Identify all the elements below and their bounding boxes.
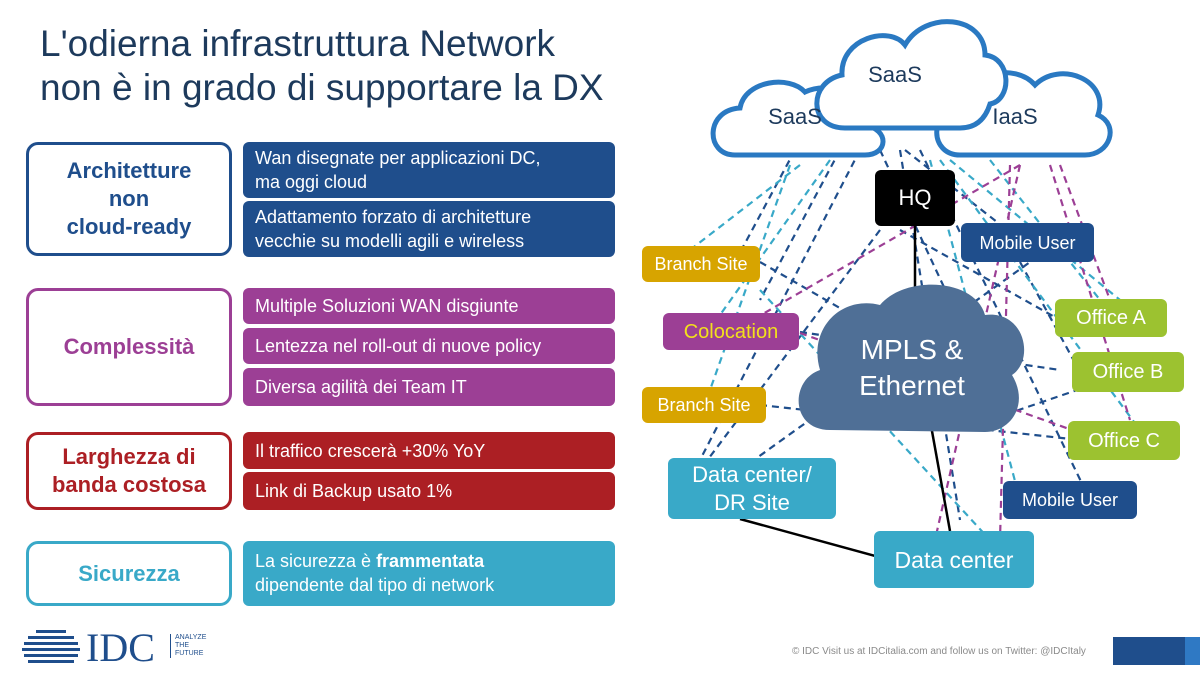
category-larghezza-banda: Larghezza di banda costosa bbox=[26, 432, 232, 510]
item-traffico-crescera: Il traffico crescerà +30% YoY bbox=[243, 432, 615, 469]
node-hq: HQ bbox=[875, 170, 955, 226]
footer-bar-accent bbox=[1185, 637, 1200, 665]
connection-line-navy bbox=[734, 149, 796, 263]
node-mobile-user-2: Mobile User bbox=[1003, 481, 1137, 519]
cloud-saas-center bbox=[814, 19, 1009, 131]
item-multiple-soluzioni: Multiple Soluzioni WAN disgiunte bbox=[243, 288, 615, 324]
idc-globe-icon bbox=[22, 630, 80, 663]
node-office-b: Office B bbox=[1072, 352, 1184, 392]
cloud-label-saas-left: SaaS bbox=[768, 104, 822, 129]
node-colocation: Colocation bbox=[663, 313, 799, 350]
item-diversa-agilita: Diversa agilità dei Team IT bbox=[243, 368, 615, 406]
title-line-1: L'odierna infrastruttura Network bbox=[40, 23, 556, 64]
mpls-cloud bbox=[798, 284, 1025, 432]
node-branch-site-1: Branch Site bbox=[642, 246, 760, 282]
connection-line-teal bbox=[708, 164, 792, 391]
connection-line-navy bbox=[699, 229, 881, 471]
item-link-backup: Link di Backup usato 1% bbox=[243, 472, 615, 510]
item-sicurezza-frammentata: La sicurezza è frammentata dipendente da… bbox=[243, 541, 615, 606]
sicurezza-text-after: dipendente dal tipo di network bbox=[255, 575, 495, 595]
connection-line-black bbox=[928, 419, 952, 532]
node-data-center: Data center bbox=[874, 531, 1034, 588]
connection-line-purple bbox=[729, 164, 1021, 334]
connection-line-navy bbox=[1019, 261, 1081, 373]
connection-line-navy bbox=[759, 149, 841, 301]
cloud-label-iaas: IaaS bbox=[992, 104, 1038, 129]
idc-tagline: ANALYZE THE FUTURE bbox=[170, 634, 206, 658]
mpls-label: MPLS & Ethernet bbox=[859, 334, 965, 401]
item-adattamento-forzato: Adattamento forzato di architetture vecc… bbox=[243, 201, 615, 257]
sicurezza-text-bold: frammentata bbox=[376, 551, 485, 571]
connection-line-navy bbox=[899, 229, 1061, 321]
node-office-c: Office C bbox=[1068, 421, 1180, 460]
item-wan-disegnate: Wan disegnate per applicazioni DC, ma og… bbox=[243, 142, 615, 198]
category-architetture: Architetture non cloud-ready bbox=[26, 142, 232, 256]
connection-line-teal bbox=[719, 159, 831, 316]
node-branch-site-2: Branch Site bbox=[642, 387, 766, 423]
connection-line-teal bbox=[689, 164, 801, 251]
page-title: L'odierna infrastruttura Network non è i… bbox=[40, 22, 700, 110]
category-sicurezza: Sicurezza bbox=[26, 541, 232, 606]
node-office-a: Office A bbox=[1055, 299, 1167, 337]
connection-line-teal bbox=[928, 159, 1022, 501]
node-mobile-user-1: Mobile User bbox=[961, 223, 1094, 262]
connection-line-black bbox=[739, 517, 891, 562]
item-lentezza-rollout: Lentezza nel roll-out di nuove policy bbox=[243, 328, 615, 364]
node-dr-site: Data center/ DR Site bbox=[668, 458, 836, 519]
sicurezza-text-before: La sicurezza è bbox=[255, 551, 377, 571]
title-line-2: non è in grado di supportare la DX bbox=[40, 67, 604, 108]
idc-logo-text: IDC bbox=[86, 625, 155, 670]
footer-copyright: © IDC Visit us at IDCitalia.com and foll… bbox=[792, 646, 1086, 657]
category-complessita: Complessità bbox=[26, 288, 232, 406]
cloud-label-saas-center: SaaS bbox=[868, 62, 922, 87]
